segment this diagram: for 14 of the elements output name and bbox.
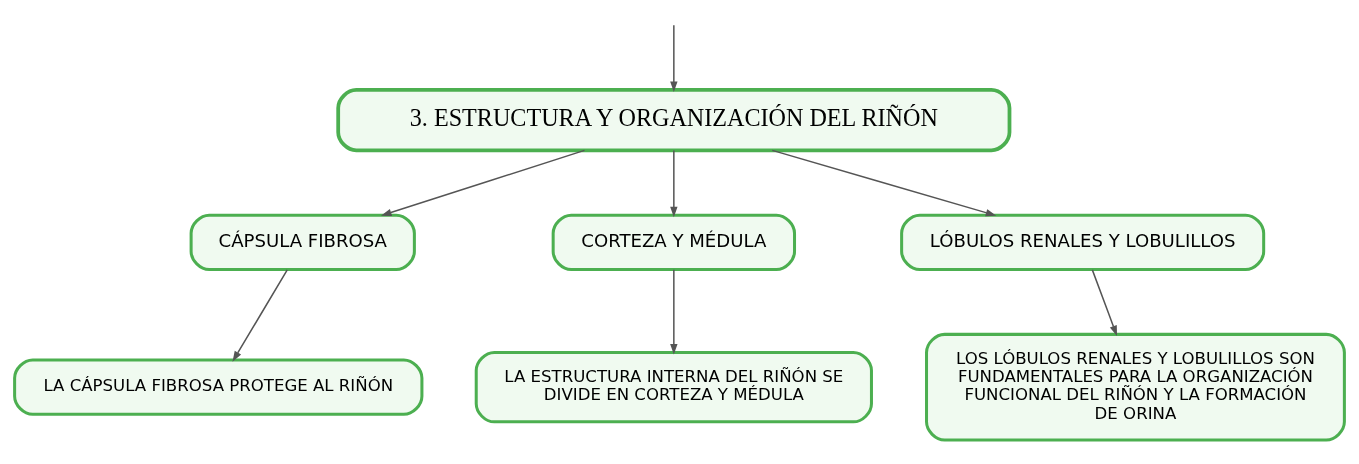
node-box: CÁPSULA FIBROSA xyxy=(189,213,416,271)
arrow xyxy=(670,149,678,218)
node-box: CORTEZA Y MÉDULA xyxy=(551,213,797,271)
arrow xyxy=(380,149,586,217)
arrow xyxy=(232,269,288,362)
node-box: LA ESTRUCTURA INTERNA DEL RIÑÓN SE DIVIDE EN CORTEZA Y MÉDULA xyxy=(474,350,873,424)
node-box: LOS LÓBULOS RENALES Y LOBULILLOS SON FUNDAMENTALES PARA LA ORGANIZACIÓN FUNCIONAL DEL RIÑÓN Y LA FORMACIÓN DE ORINA xyxy=(925,332,1346,442)
arrow xyxy=(1091,269,1117,337)
node-box: 3. ESTRUCTURA Y ORGANIZACIÓN DEL RIÑÓN xyxy=(336,88,1012,153)
arrow xyxy=(670,269,678,355)
node-box: LÓBULOS RENALES Y LOBULILLOS xyxy=(900,213,1266,271)
arrow xyxy=(670,24,678,93)
node-box: LA CÁPSULA FIBROSA PROTEGE AL RIÑÓN xyxy=(13,358,424,416)
arrow xyxy=(771,149,997,217)
